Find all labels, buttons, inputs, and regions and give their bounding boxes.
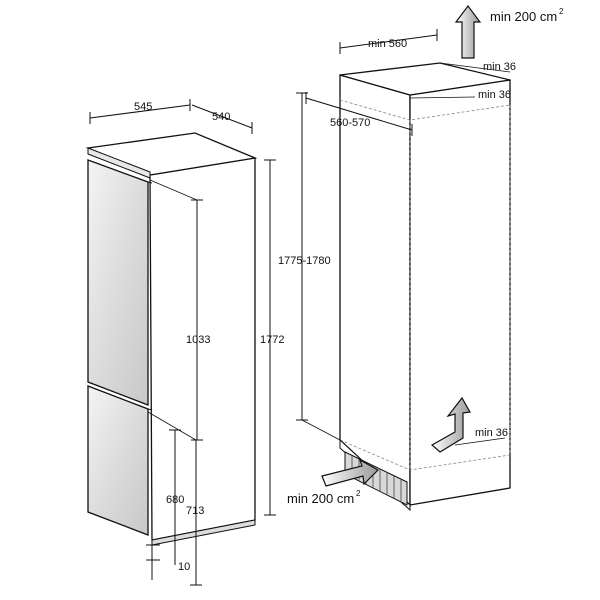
width-label: 540 — [212, 111, 230, 123]
bottom-gap-label: 10 — [178, 561, 190, 573]
bottom-airflow-arrow-icon — [321, 458, 379, 487]
dim-total-height: 1772 — [260, 159, 284, 516]
dim-top-clearance: min 36 — [439, 61, 516, 73]
upper-door-label: 1033 — [186, 334, 210, 346]
niche-depth-label: 560-570 — [330, 117, 370, 129]
upper-door — [87, 159, 149, 406]
top-vent-sup: 2 — [559, 7, 564, 16]
niche-height-label: 1775-1780 — [278, 255, 331, 267]
niche-drawing — [339, 62, 511, 512]
vent-grille — [344, 451, 408, 506]
dim-side-clearance: min 36 — [409, 89, 511, 101]
depth-label: 545 — [134, 101, 152, 113]
niche-width-label: min 560 — [368, 38, 407, 50]
inner-airflow-arrow-icon — [430, 396, 471, 453]
bottom-clearance-label: min 36 — [475, 427, 508, 439]
dim-niche-height: 1775-1780 — [278, 92, 341, 441]
dim-lower: 680 713 — [147, 411, 204, 586]
side-clearance-label: min 36 — [478, 89, 511, 101]
lower-offset-a-label: 680 — [166, 494, 184, 506]
dim-niche-width: min 560 — [339, 29, 438, 54]
top-clearance-label: min 36 — [483, 61, 516, 73]
top-vent-label: min 200 cm — [490, 9, 557, 24]
appliance-drawing — [85, 132, 258, 546]
lower-door — [87, 385, 149, 536]
dim-niche-depth: 560-570 — [305, 92, 413, 136]
total-height-label: 1772 — [260, 334, 284, 346]
bottom-vent-label: min 200 cm — [287, 491, 354, 506]
dim-width: 540 — [191, 104, 253, 134]
dim-upper-door: 1033 — [149, 179, 210, 441]
top-airflow-arrow-icon — [454, 5, 482, 59]
dim-bottom-gap: 10 — [146, 544, 190, 580]
lower-offset-b-label: 713 — [186, 505, 204, 517]
bottom-vent-sup: 2 — [356, 489, 361, 498]
dim-bottom-clearance: min 36 — [454, 427, 508, 446]
dim-depth: 545 — [89, 99, 191, 124]
